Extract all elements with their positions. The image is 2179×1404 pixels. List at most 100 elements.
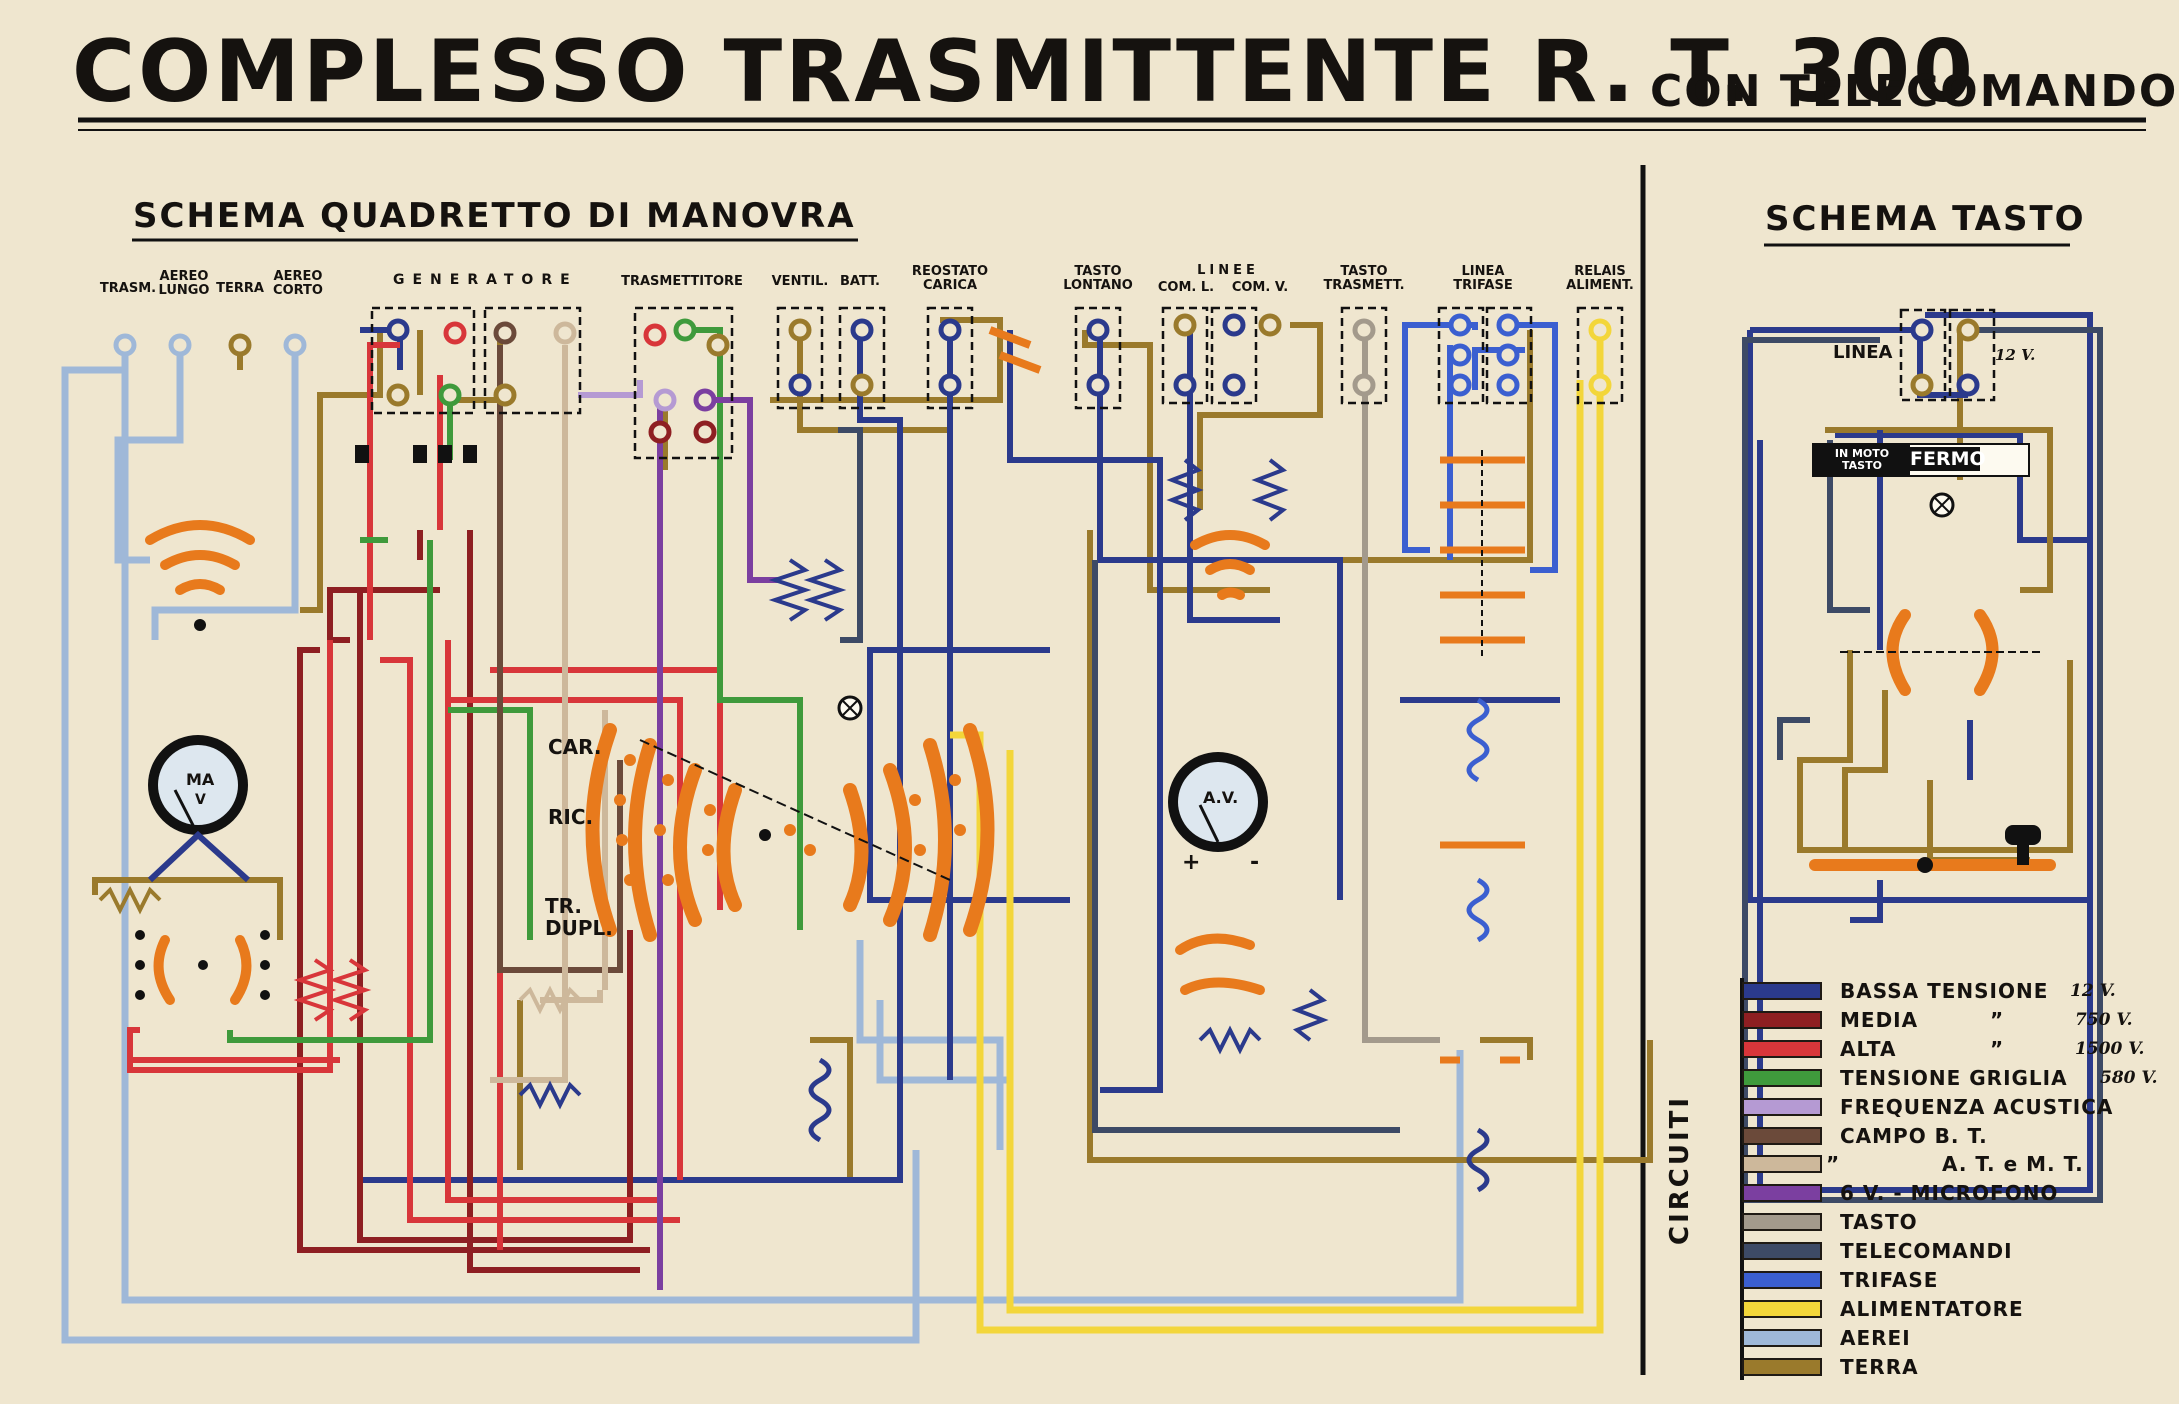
legend-ditto-mark: ” [1826,1152,1840,1177]
legend-swatch [1742,1242,1822,1261]
section-title-tasto: SCHEMA TASTO [1765,199,2086,239]
section-title-quadretto: SCHEMA QUADRETTO DI MANOVRA [133,196,856,236]
wires-terra [92,317,1963,1180]
legend-swatch [1742,982,1822,1000]
page-title: COMPLESSO TRASMITTENTE R. T. 300 [72,22,1976,122]
legend-swatch [1742,1213,1822,1232]
coils [808,697,1490,1193]
legend-name: ALIMENTATORE [1840,1296,2024,1321]
lamp-crosses [842,497,1950,716]
wires-tasto [1362,330,1440,1043]
legend-row: BASSA TENSIONE [1742,977,2048,1005]
meter-switch [153,935,252,1005]
legend-row: FREQUENZA ACUSTICA [1742,1093,2113,1121]
label-ventil: VENTIL. [771,274,829,289]
tasto-fermo-label: FERMO [1910,447,1986,471]
legend-name: BASSA TENSIONE [1840,979,2049,1003]
legend-name: TELECOMANDI [1840,1239,2013,1264]
label-tasto-lontano: TASTO LONTANO [1063,264,1133,293]
meter-ma-label-bottom: V [195,792,206,808]
wires-telecomandi [838,427,1400,1133]
av-switch [1175,933,1265,995]
legend-name: FREQUENZA ACUSTICA [1840,1094,2114,1119]
legend-row: AEREI [1742,1324,1911,1352]
resistors [98,458,1329,1110]
aerial-switch-hub [194,619,206,631]
meter-av-minus: - [1250,850,1260,875]
legend-row: ALIMENTATORE [1742,1295,2024,1323]
label-relais: RELAIS ALIMENT. [1566,264,1634,293]
wires-campo [497,345,623,973]
page-subtitle: CON TELECOMANDO [1650,66,2179,117]
legend-row: ALTA [1742,1035,1896,1063]
label-trasmettitore: TRASMETTITORE [621,274,743,289]
label-generatore: GENERATORE [393,272,578,288]
legend-name: TENSIONE GRIGLIA [1840,1065,2068,1090]
legend-name: ALTA [1840,1036,1897,1061]
label-reostato: REOSTATO CARICA [911,264,989,293]
generator-contacts [355,445,477,463]
legend-swatch [1742,1126,1822,1145]
legend-swatch [1742,1155,1822,1174]
rotary-switch-shaft [639,739,951,881]
tasto-schema-pivot [1917,857,1933,873]
legend-row: TRIFASE [1742,1266,1938,1294]
tasto-in-moto-label: IN MOTO TASTO [1814,445,1910,475]
wires-frequenza [578,380,643,398]
legend-title-circuiti: CIRCUITI [1665,1094,1695,1245]
label-com-v: COM. V. [1231,280,1289,295]
legend-swatch [1742,1184,1822,1203]
tasto-volt-label: 12 V. [1995,346,2036,364]
legend-swatch [1742,1039,1822,1058]
legend-name: CAMPO B. T. [1840,1123,1988,1148]
label-aereo-lungo: AEREO LUNGO [158,269,210,298]
label-car: CAR. [548,735,602,759]
terminal-screws [113,313,1980,444]
meter-switch-contacts [135,930,270,1000]
lamp-symbols [837,492,1955,721]
legend-name: A. T. e M. T. [1942,1152,2084,1177]
legend-swatch [1742,1357,1822,1376]
legend-voltage: 1500 V. [2075,1038,2145,1059]
label-linea-trifase: LINEA TRIFASE [1453,264,1513,293]
legend-ditto-mark: ” [1990,1007,2004,1032]
label-aereo-corto: AEREO CORTO [273,269,323,298]
legend-voltage: 580 V. [2100,1067,2158,1088]
legend-voltage: 12 V. [2070,981,2116,1001]
wires-microfono [657,397,780,1290]
legend-row: TASTO [1742,1208,1918,1236]
terminal-boxes [370,306,1996,460]
legend-name: 6 V. - MICROFONO [1840,1181,2059,1206]
tasto-lontano-relay [988,326,1042,374]
meter-ma-label-top: MA [186,770,215,789]
wires-aerei [61,345,1464,1344]
legend-row: TELECOMANDI [1742,1237,2013,1265]
legend-ditto-mark: ” [1990,1036,2004,1061]
wires-tasto-schema [1742,312,2103,1203]
legend-swatch [1742,1299,1822,1318]
meter-ma [147,735,251,883]
tasto-status-indicator: IN MOTO TASTO FERMO [1812,443,2030,477]
legend-row: MEDIA [1742,1006,1918,1034]
legend-row: CAMPO B. T. [1742,1122,1988,1150]
legend-name: AEREI [1840,1325,1911,1350]
label-ric: RIC. [548,805,594,829]
label-batt: BATT. [840,274,880,289]
label-trasm: TRASM. [99,281,157,296]
legend-name: MEDIA [1840,1007,1919,1032]
legend-swatch [1742,1097,1822,1116]
morse-key-stem [2017,843,2029,865]
wires-alimentatore [950,330,1604,1334]
legend-swatch [1742,1328,1822,1347]
morse-key-knob [2005,825,2041,845]
tasto-linea-label: LINEA [1833,342,1893,363]
legend-name: TERRA [1840,1354,1919,1379]
legend-name: TASTO [1840,1210,1918,1235]
legend-row: A. T. e M. T. [1742,1150,2084,1178]
aerial-switch [145,520,255,595]
legend-swatch [1742,1271,1822,1289]
rotary-switch-main [585,723,995,942]
label-com-l: COM. L. [1157,280,1215,295]
legend-row: TENSIONE GRIGLIA [1742,1064,2068,1092]
